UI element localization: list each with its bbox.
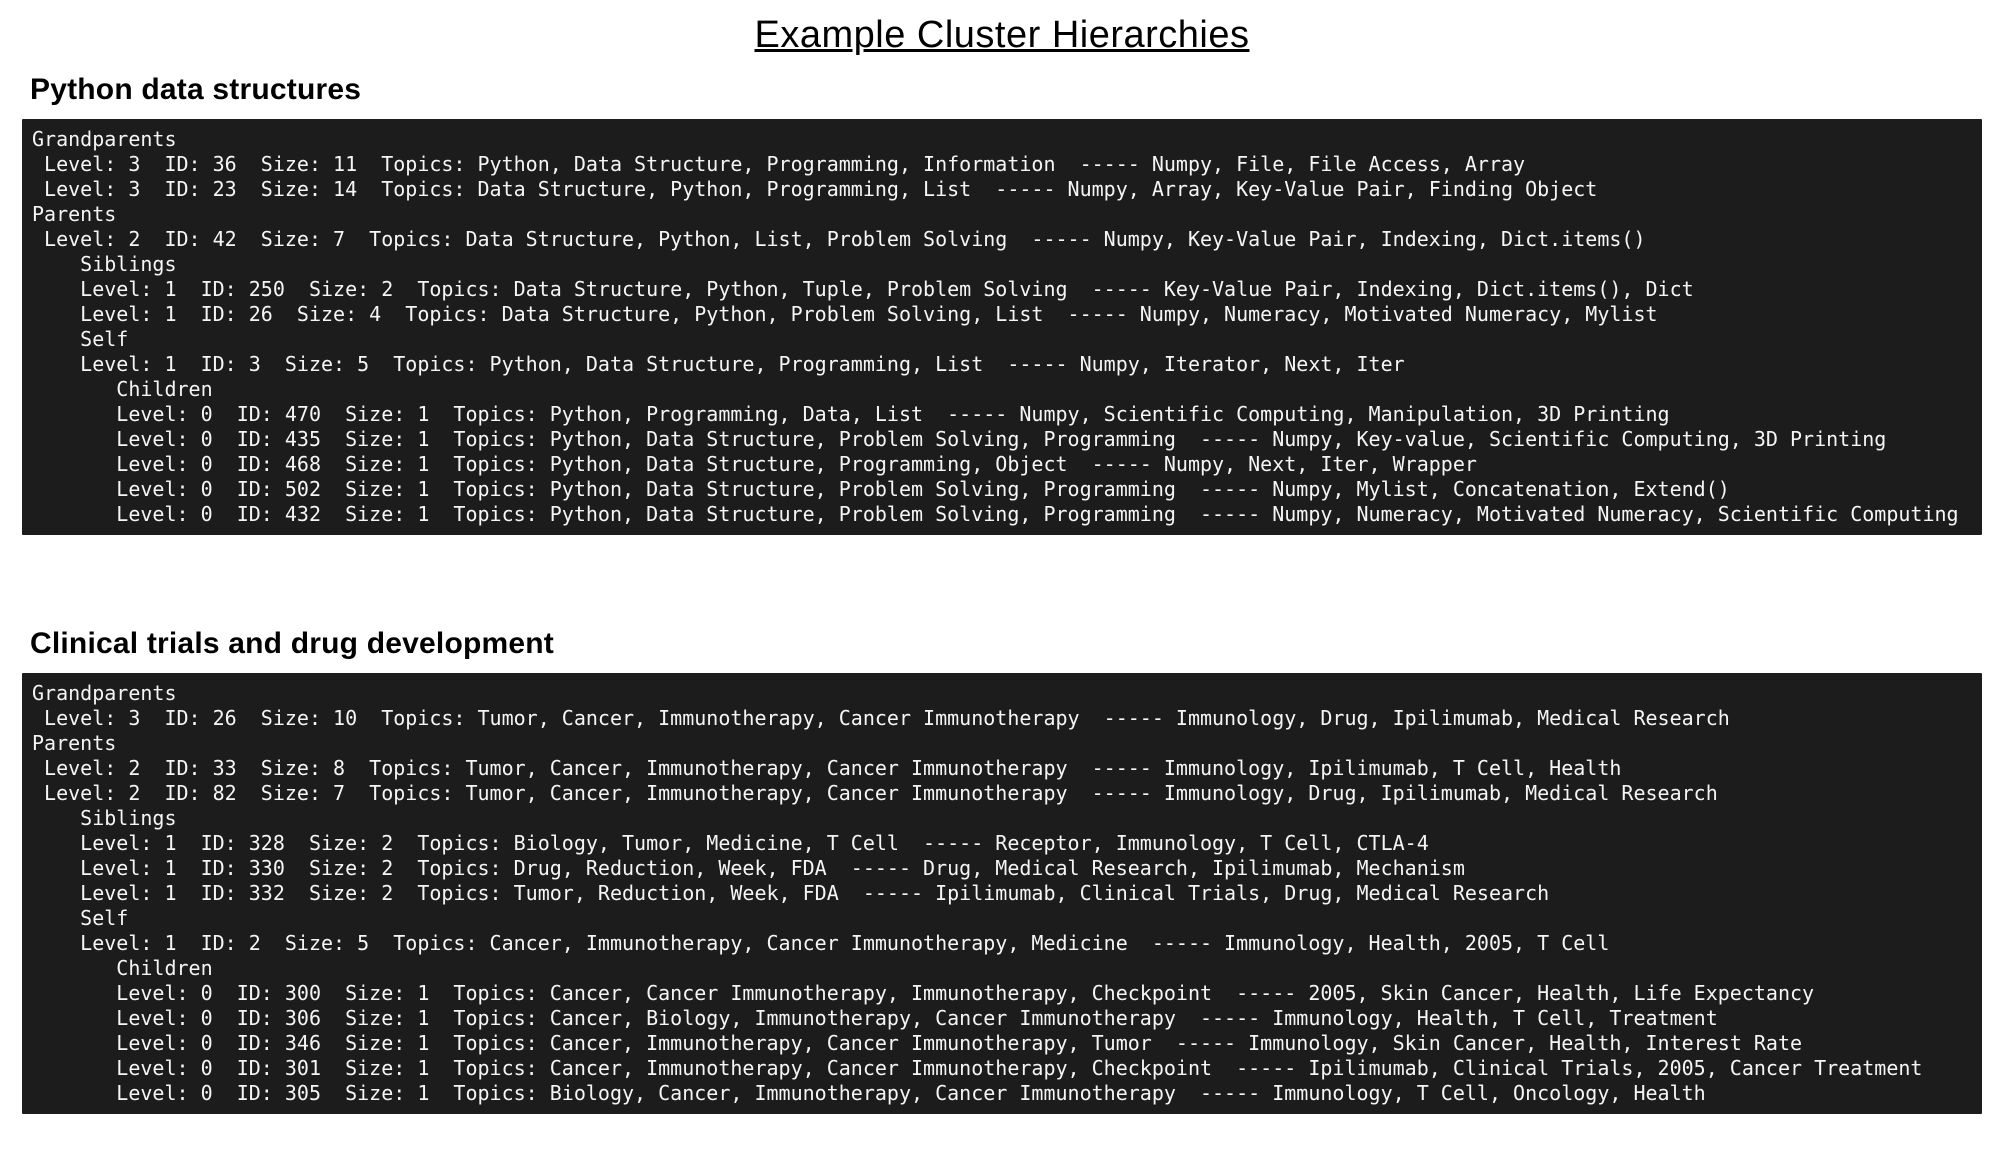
cluster-hierarchy-output-python: Grandparents Level: 3 ID: 36 Size: 11 To… bbox=[22, 119, 1982, 535]
section-heading-python-data-structures: Python data structures bbox=[30, 73, 362, 106]
section-python-data-structures: Python data structures Grandparents Leve… bbox=[0, 73, 2004, 535]
section-clinical-trials: Clinical trials and drug development Gra… bbox=[0, 627, 2004, 1114]
page: Example Cluster Hierarchies Python data … bbox=[0, 14, 2004, 1114]
cluster-hierarchy-output-clinical-trials: Grandparents Level: 3 ID: 26 Size: 10 To… bbox=[22, 673, 1982, 1114]
page-title: Example Cluster Hierarchies bbox=[754, 14, 1250, 56]
section-heading-clinical-trials: Clinical trials and drug development bbox=[30, 627, 554, 660]
